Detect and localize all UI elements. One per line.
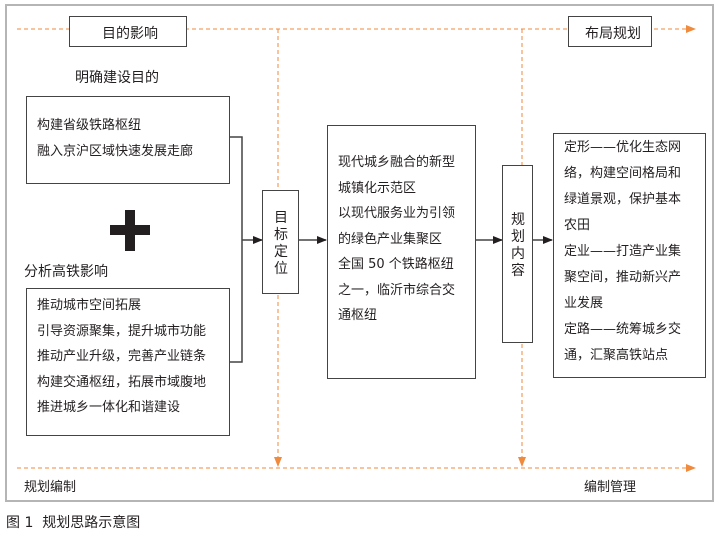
target-line: 全国 50 个铁路枢纽: [338, 257, 454, 272]
content-box: 定形——优化生态网 络，构建空间格局和 绿道景观，保护基本 农田 定业——打造产…: [553, 133, 706, 378]
target-line: 的绿色产业集聚区: [338, 231, 443, 247]
figure-caption: 图 1 规划思路示意图: [6, 515, 141, 531]
bottom-left-label: 规划编制: [24, 480, 77, 495]
impact-line: 构建交通枢纽，拓展市域腹地: [37, 374, 207, 390]
content-line: 定路——统筹城乡交: [564, 322, 682, 337]
purpose-box-text: 构建省级铁路枢纽 融入京沪区域快速发展走廊: [37, 113, 193, 164]
top-left-label-box: 目的影响: [69, 16, 187, 47]
left-bracket-connector: [229, 136, 243, 363]
content-line: 通，汇聚高铁站点: [564, 348, 669, 363]
target-line: 现代城乡融合的新型: [338, 155, 456, 170]
target-node: 目标定位: [262, 190, 299, 294]
impact-box-text: 推动城市空间拓展 引导资源聚集，提升城市功能 推动产业升级，完善产业链条 构建交…: [37, 293, 206, 421]
top-right-label-box: 布局规划: [568, 16, 652, 47]
target-box: 现代城乡融合的新型 城镇化示范区 以现代服务业为引领 的绿色产业集聚区 全国 5…: [327, 125, 476, 379]
content-line: 聚空间，推动新兴产: [564, 270, 682, 285]
purpose-line: 构建省级铁路枢纽: [37, 118, 142, 133]
target-line: 通枢纽: [338, 308, 378, 323]
content-box-text: 定形——优化生态网 络，构建空间格局和 绿道景观，保护基本 农田 定业——打造产…: [564, 135, 681, 369]
target-line: 之一，临沂市综合交: [338, 282, 456, 298]
content-line: 定形——优化生态网: [564, 140, 682, 155]
impact-line: 推动城市空间拓展: [37, 298, 142, 313]
target-node-label: 目标定位: [274, 210, 288, 277]
impact-box: 推动城市空间拓展 引导资源聚集，提升城市功能 推动产业升级，完善产业链条 构建交…: [26, 288, 230, 436]
target-line: 城镇化示范区: [338, 180, 417, 196]
target-line: 以现代服务业为引领: [338, 206, 456, 221]
impact-heading: 分析高铁影响: [24, 264, 108, 280]
purpose-heading: 明确建设目的: [75, 70, 159, 86]
content-line: 络，构建空间格局和: [564, 166, 682, 181]
content-node-label: 规划内容: [511, 212, 525, 279]
purpose-box: 构建省级铁路枢纽 融入京沪区域快速发展走廊: [26, 96, 230, 184]
content-line: 农田: [564, 218, 591, 233]
purpose-line: 融入京沪区域快速发展走廊: [37, 143, 194, 159]
impact-line: 推动产业升级，完善产业链条: [37, 349, 207, 364]
content-line: 业发展: [564, 296, 604, 311]
impact-line: 推进城乡一体化和谐建设: [37, 400, 181, 415]
content-line: 定业——打造产业集: [564, 244, 682, 259]
target-box-text: 现代城乡融合的新型 城镇化示范区 以现代服务业为引领 的绿色产业集聚区 全国 5…: [338, 150, 455, 329]
plus-icon-vertical: [125, 210, 135, 251]
bottom-right-label: 编制管理: [584, 480, 637, 495]
top-right-label: 布局规划: [585, 26, 641, 42]
content-node: 规划内容: [502, 165, 533, 343]
content-line: 绿道景观，保护基本: [564, 192, 682, 207]
top-left-label: 目的影响: [102, 26, 158, 42]
diagram-frame: [5, 4, 714, 502]
impact-line: 引导资源聚集，提升城市功能: [37, 323, 207, 339]
